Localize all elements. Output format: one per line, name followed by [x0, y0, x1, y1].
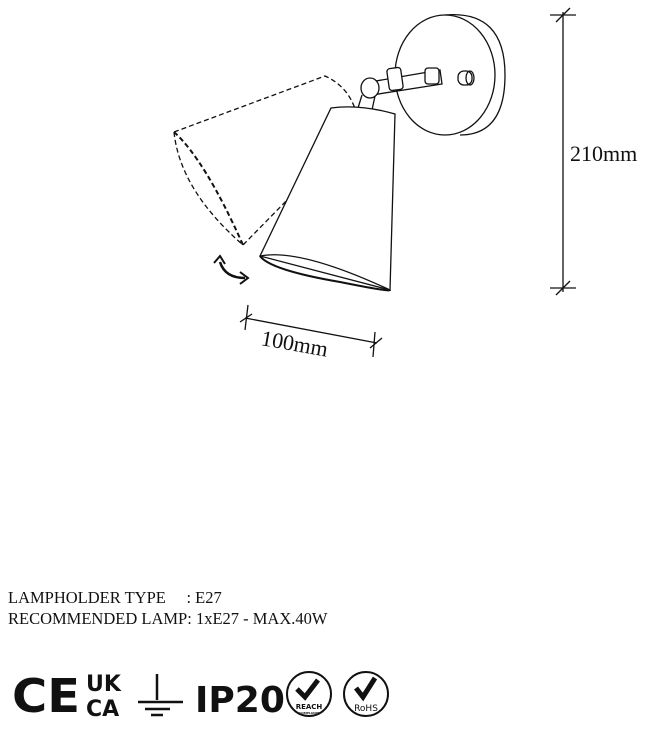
width-label: 100mm	[259, 325, 330, 361]
lamp-shade	[259, 106, 396, 292]
recommended-value: 1xE27 - MAX.40W	[195, 609, 328, 628]
checkmark-icon	[295, 678, 320, 701]
reach-sub: COMPLIANT	[299, 711, 320, 715]
earth-ground-icon	[138, 674, 183, 717]
lampholder-spec: LAMPHOLDER TYPE : E27	[8, 588, 222, 608]
lampholder-value: : E27	[186, 588, 222, 607]
rohs-label: RoHS	[354, 704, 378, 714]
ukca-top: UK	[86, 672, 122, 697]
rohs-badge: RoHS	[343, 671, 389, 717]
certification-marks: CE UK CA IP20 REACH COMPLIANT RoHS	[12, 669, 389, 723]
checkmark-icon	[354, 676, 378, 702]
ip-rating: IP20	[195, 680, 285, 721]
lamp-arm	[357, 66, 443, 111]
wall-plate	[394, 14, 506, 136]
reach-badge: REACH COMPLIANT	[286, 671, 332, 717]
recommended-label: RECOMMENDED LAMP:	[8, 609, 192, 628]
ce-mark: CE	[12, 669, 80, 723]
height-label: 210mm	[570, 141, 637, 166]
ukca-bottom: CA	[86, 697, 119, 722]
width-dimension-line	[239, 304, 383, 358]
rotate-arrow-icon	[213, 254, 250, 285]
reach-label: REACH	[296, 703, 323, 711]
height-dimension-line	[550, 7, 576, 296]
recommended-lamp-spec: RECOMMENDED LAMP: 1xE27 - MAX.40W	[8, 609, 327, 629]
lampholder-label: LAMPHOLDER TYPE	[8, 588, 166, 607]
